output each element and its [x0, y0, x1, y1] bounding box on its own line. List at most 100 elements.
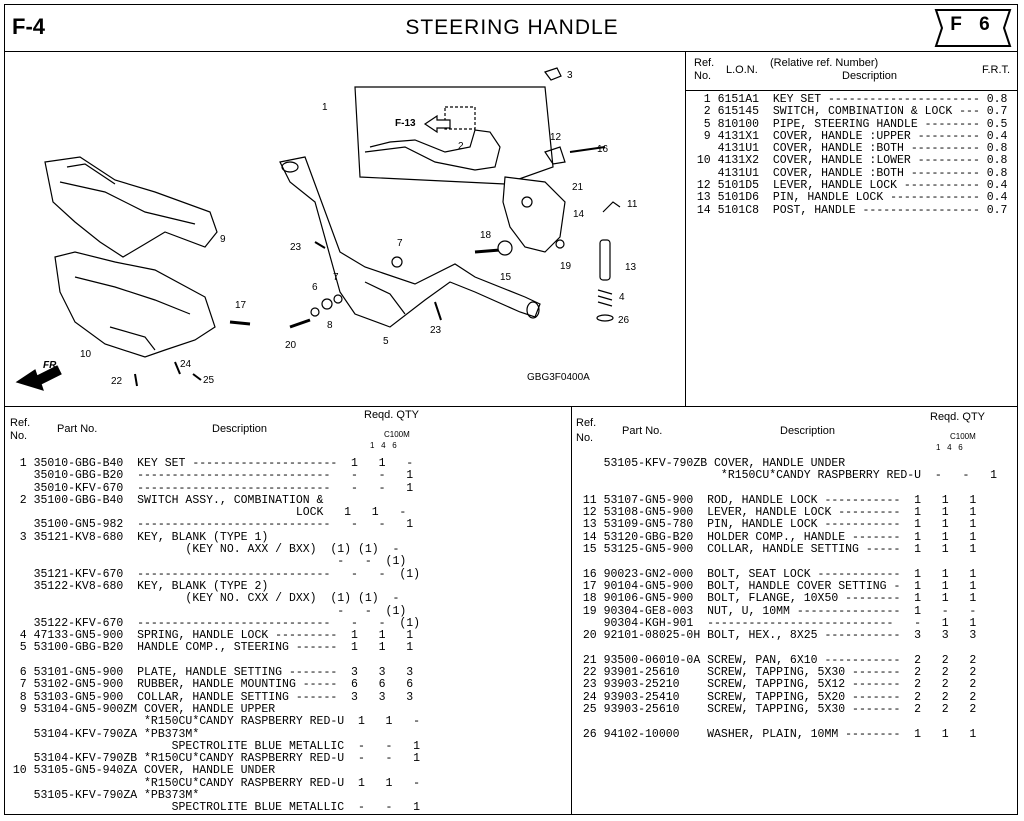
frt-lon-header: L.O.N.	[726, 64, 758, 76]
table-row: 22 93901-25610 SCREW, TAPPING, 5X30 ----…	[576, 666, 977, 680]
svg-text:25: 25	[203, 375, 215, 386]
table-row: *R150CU*CANDY RASPBERRY RED-U 1 1 -	[6, 776, 421, 790]
divider	[685, 90, 1018, 91]
svg-text:24: 24	[180, 359, 192, 370]
frt-table: 1 6151A1 KEY SET ---------------------- …	[690, 93, 1008, 217]
table-row: 14 53120-GBG-B20 HOLDER COMP., HANDLE --…	[576, 530, 977, 544]
table-row: 4 47133-GN5-900 SPRING, HANDLE LOCK ----…	[6, 629, 414, 643]
svg-text:21: 21	[572, 182, 584, 193]
divider	[571, 406, 572, 815]
table-row: 5 810100 PIPE, STEERING HANDLE -------- …	[690, 117, 1008, 131]
divider	[4, 406, 1018, 407]
frt-ref-header: Ref.	[694, 57, 715, 69]
table-row: - - (1)	[6, 555, 407, 569]
table-row: - - (1)	[6, 604, 407, 618]
right-qty-header: Reqd. QTY	[930, 411, 986, 423]
svg-text:7: 7	[333, 272, 339, 283]
svg-text:18: 18	[480, 230, 492, 241]
table-row: 24 93903-25410 SCREW, TAPPING, 5X20 ----…	[576, 690, 977, 704]
table-row: 26 94102-10000 WASHER, PLAIN, 10MM -----…	[576, 727, 977, 741]
table-row: 90304-KGH-901 --------------------------…	[576, 616, 977, 630]
page-frame	[4, 4, 1018, 815]
table-row: 35010-GBG-B20 --------------------------…	[6, 469, 414, 483]
svg-text:23: 23	[290, 242, 302, 253]
svg-text:15: 15	[500, 272, 512, 283]
table-row: 20 92101-08025-0H BOLT, HEX., 8X25 -----…	[576, 629, 977, 643]
right-part-no-header: Part No.	[622, 425, 663, 437]
svg-text:26: 26	[618, 315, 630, 326]
table-row: 53105-KFV-790ZB COVER, HANDLE UNDER	[576, 457, 846, 470]
table-row: 10 53105-GN5-940ZA COVER, HANDLE UNDER	[6, 764, 276, 778]
table-row: 35121-KFV-670 --------------------------…	[6, 567, 421, 581]
table-row: SPECTROLITE BLUE METALLIC - - 1	[6, 739, 421, 753]
table-row: 4131U1 COVER, HANDLE :BOTH ---------- 0.…	[690, 142, 1008, 156]
divider	[4, 51, 1018, 52]
right-model-header: C100M	[950, 432, 976, 441]
table-row: LOCK 1 1 -	[6, 506, 407, 520]
handle-under-cover-shape	[54, 251, 216, 358]
svg-text:17: 17	[235, 300, 247, 311]
table-row: 16 90023-GN2-000 BOLT, SEAT LOCK -------…	[576, 567, 977, 581]
left-cols-header: 1 4 6	[370, 441, 397, 450]
table-row: *R150CU*CANDY RASPBERRY RED-U 1 1 -	[6, 715, 421, 729]
frt-relative-header: (Relative ref. Number)	[770, 57, 879, 69]
svg-text:10: 10	[80, 349, 92, 360]
section-badge: F 6	[950, 14, 996, 35]
table-row: 35122-KV8-680 KEY, BLANK (TYPE 2)	[6, 579, 269, 593]
table-row: 3 35121-KV8-680 KEY, BLANK (TYPE 1)	[6, 530, 269, 544]
frt-frt-header: F.R.T.	[982, 64, 1011, 76]
svg-text:8: 8	[327, 320, 333, 331]
parts-table-left: 1 35010-GBG-B40 KEY SET ----------------…	[6, 457, 421, 815]
handle-upper-cover-shape	[44, 156, 218, 258]
svg-text:2: 2	[458, 141, 464, 152]
table-row: 13 53109-GN5-780 PIN, HANDLE LOCK ------…	[576, 518, 977, 532]
svg-text:3: 3	[567, 70, 573, 81]
left-ref-header: Ref.	[10, 417, 31, 429]
left-no-header: No.	[10, 430, 28, 442]
left-qty-header: Reqd. QTY	[364, 409, 420, 421]
table-row: (KEY NO. CXX / DXX) (1) (1) -	[6, 592, 400, 606]
table-row: 5 53100-GBG-B20 HANDLE COMP., STEERING -…	[6, 641, 414, 655]
table-row: 53104-KFV-790ZB *R150CU*CANDY RASPBERRY …	[6, 752, 421, 766]
parts-table-right: 53105-KFV-790ZB COVER, HANDLE UNDER *R15…	[576, 457, 997, 741]
right-cols-header: 1 4 6	[936, 443, 963, 452]
svg-text:6: 6	[312, 282, 318, 293]
left-description-header: Description	[212, 423, 268, 435]
svg-text:7: 7	[397, 238, 403, 249]
table-row: 13 5101D6 PIN, HANDLE LOCK -------------…	[690, 191, 1008, 205]
table-row: SPECTROLITE BLUE METALLIC - - 1	[6, 801, 421, 815]
section-badge-icon	[934, 9, 1012, 47]
table-row	[576, 716, 997, 728]
right-no-header: No.	[576, 432, 594, 444]
table-row: 2 35100-GBG-B40 SWITCH ASSY., COMBINATIO…	[6, 493, 324, 507]
svg-text:11: 11	[627, 199, 638, 210]
table-row: 2 615145 SWITCH, COMBINATION & LOCK --- …	[690, 105, 1008, 119]
svg-text:16: 16	[597, 144, 609, 155]
svg-text:22: 22	[111, 376, 123, 387]
frt-no-header: No.	[694, 70, 712, 82]
table-row: 21 93500-06010-0A SCREW, PAN, 6X10 -----…	[576, 653, 977, 667]
frt-description-header: Description	[842, 70, 898, 82]
table-row: 11 53107-GN5-900 ROD, HANDLE LOCK ------…	[576, 493, 977, 507]
table-row: 35010-KFV-670 --------------------------…	[6, 481, 414, 495]
svg-text:5: 5	[383, 336, 389, 347]
page-title: STEERING HANDLE	[405, 16, 619, 39]
table-row: 35122-KFV-670 --------------------------…	[6, 616, 421, 630]
svg-text:4: 4	[619, 292, 625, 303]
table-row: 8 53103-GN5-900 COLLAR, HANDLE SETTING -…	[6, 690, 414, 704]
table-row: 35100-GN5-982 --------------------------…	[6, 518, 414, 532]
divider	[685, 51, 686, 406]
table-row	[576, 556, 997, 568]
diagram-ref-arrow: F-13	[395, 118, 416, 129]
table-row: 14 5101C8 POST, HANDLE -----------------…	[690, 203, 1008, 217]
svg-text:14: 14	[573, 209, 585, 220]
page-code: F-4	[12, 14, 45, 39]
diagram-code: GBG3F0400A	[527, 372, 590, 383]
table-row: 1 35010-GBG-B40 KEY SET ----------------…	[6, 457, 414, 470]
table-row: 53105-KFV-790ZA *PB373M*	[6, 789, 200, 803]
table-row: 53104-KFV-790ZA *PB373M*	[6, 727, 200, 741]
right-description-header: Description	[780, 425, 836, 437]
table-row	[576, 642, 997, 654]
table-row: (KEY NO. AXX / BXX) (1) (1) -	[6, 543, 400, 557]
table-row: 1 6151A1 KEY SET ---------------------- …	[690, 93, 1008, 106]
